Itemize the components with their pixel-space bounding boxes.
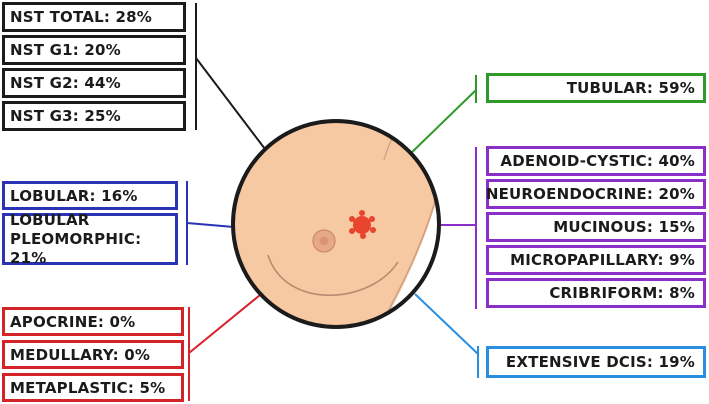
- nst-g2-label: NST G2: 44%: [10, 74, 121, 92]
- nst-g3-label: NST G3: 25%: [10, 107, 121, 125]
- metaplastic-label: METAPLASTIC: 5%: [10, 378, 166, 397]
- cribriform-label: CRIBRIFORM: 8%: [549, 284, 695, 302]
- nst-total-label: NST TOTAL: 28%: [10, 8, 152, 26]
- lobular-pleomorphic-label: LOBULAR PLEOMORPHIC: 21%: [10, 210, 142, 267]
- tubular-box: TUBULAR: 59%: [486, 73, 706, 103]
- extensive-dcis-box: EXTENSIVE DCIS: 19%: [486, 346, 706, 378]
- neuroendocrine-box: NEUROENDOCRINE: 20%: [486, 179, 706, 209]
- micropapillary-box: MICROPAPILLARY: 9%: [486, 245, 706, 275]
- adenoid-cystic-label: ADENOID-CYSTIC: 40%: [500, 152, 695, 170]
- mucinous-box: MUCINOUS: 15%: [486, 212, 706, 242]
- nst-total-box: NST TOTAL: 28%: [2, 2, 186, 32]
- mucinous-label: MUCINOUS: 15%: [553, 218, 695, 236]
- cribriform-box: CRIBRIFORM: 8%: [486, 278, 706, 308]
- lobular-label: LOBULAR: 16%: [10, 186, 138, 205]
- apocrine-box: APOCRINE: 0%: [2, 307, 184, 336]
- other-left-connector-line: [188, 294, 261, 354]
- lobular-connector-line: [186, 222, 235, 228]
- lobular-box: LOBULAR: 16%: [2, 181, 178, 210]
- nst-g2-box: NST G2: 44%: [2, 68, 186, 98]
- medullary-box: MEDULLARY: 0%: [2, 340, 184, 369]
- nst-g3-box: NST G3: 25%: [2, 101, 186, 131]
- neuroendocrine-label: NEUROENDOCRINE: 20%: [485, 185, 695, 203]
- nipple: [319, 236, 329, 246]
- metaplastic-box: METAPLASTIC: 5%: [2, 373, 184, 402]
- micropapillary-label: MICROPAPILLARY: 9%: [510, 251, 695, 269]
- medullary-label: MEDULLARY: 0%: [10, 345, 151, 364]
- extensive-dcis-label: EXTENSIVE DCIS: 19%: [505, 353, 695, 371]
- nst-connector-line: [195, 57, 269, 154]
- tubular-label: TUBULAR: 59%: [566, 79, 695, 97]
- lobular-pleomorphic-box: LOBULAR PLEOMORPHIC: 21%: [2, 210, 178, 267]
- apocrine-label: APOCRINE: 0%: [10, 312, 136, 331]
- nst-g1-label: NST G1: 20%: [10, 41, 121, 59]
- tubular-connector-line: [406, 89, 477, 158]
- tumor-icon: [349, 210, 376, 239]
- nst-g1-box: NST G1: 20%: [2, 35, 186, 65]
- dcis-connector-line: [414, 293, 479, 355]
- adenoid-cystic-box: ADENOID-CYSTIC: 40%: [486, 146, 706, 176]
